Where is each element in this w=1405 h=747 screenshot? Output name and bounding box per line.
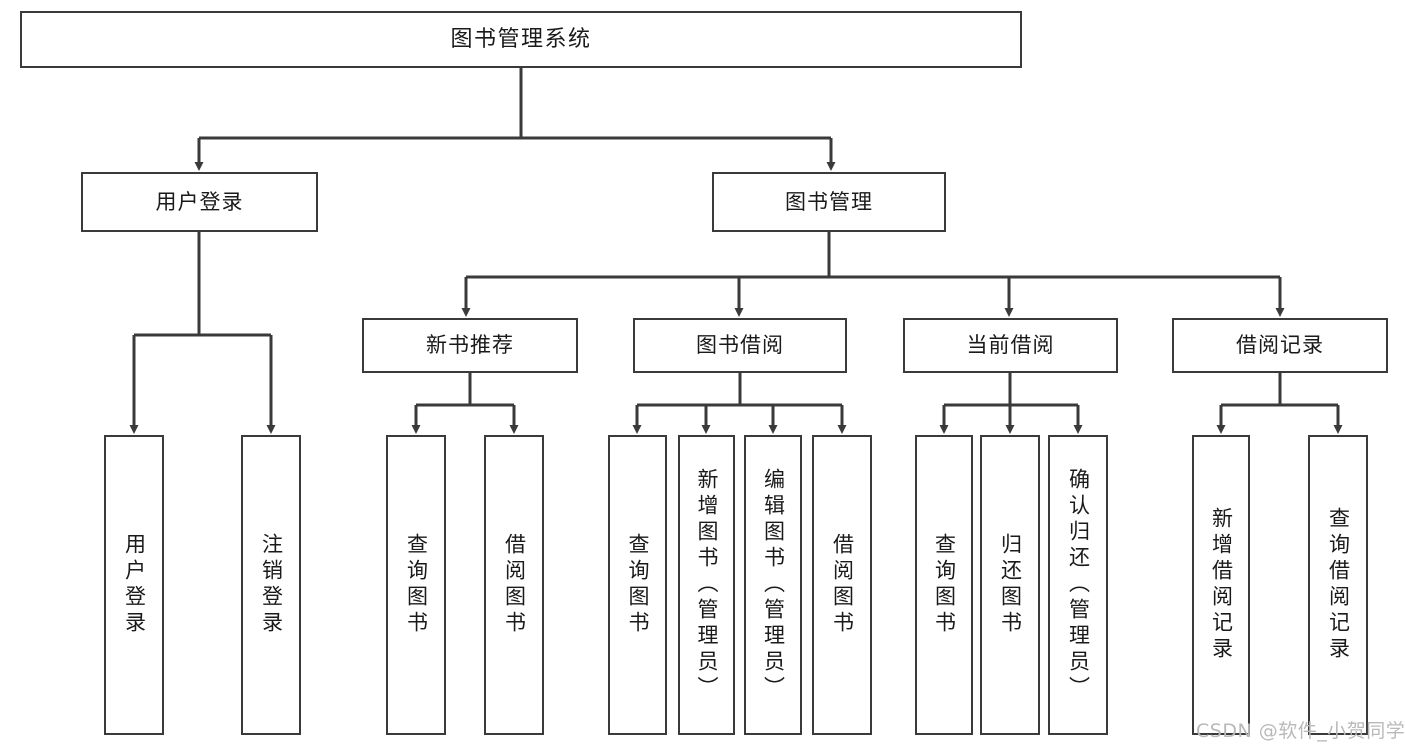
node-leaf-borrow-book-new-label: 借阅图书 [502, 533, 527, 637]
node-leaf-query-book-new-label: 查询图书 [404, 533, 429, 637]
node-leaf-add-borrow-record[interactable]: 新增借阅记录 [1192, 435, 1250, 735]
node-leaf-return-book[interactable]: 归还图书 [980, 435, 1040, 735]
node-leaf-user-login-label: 用户登录 [122, 533, 147, 637]
node-leaf-confirm-return-admin-label: 确认归还（管理员） [1066, 468, 1091, 702]
node-current-borrow-label: 当前借阅 [966, 333, 1055, 358]
node-leaf-edit-book-admin[interactable]: 编辑图书（管理员） [744, 435, 802, 735]
node-leaf-borrow-book[interactable]: 借阅图书 [812, 435, 872, 735]
node-leaf-confirm-return-admin[interactable]: 确认归还（管理员） [1048, 435, 1108, 735]
node-current-borrow[interactable]: 当前借阅 [903, 318, 1118, 373]
node-leaf-logout-login[interactable]: 注销登录 [241, 435, 301, 735]
node-book-manage[interactable]: 图书管理 [712, 172, 946, 232]
node-leaf-query-borrow-record-label: 查询借阅记录 [1326, 507, 1351, 663]
node-root[interactable]: 图书管理系统 [20, 11, 1022, 68]
node-leaf-query-book-new[interactable]: 查询图书 [386, 435, 446, 735]
node-new-book-recommend[interactable]: 新书推荐 [362, 318, 578, 373]
node-leaf-query-book-current-label: 查询图书 [932, 533, 957, 637]
node-leaf-add-borrow-record-label: 新增借阅记录 [1209, 507, 1234, 663]
node-borrow-record[interactable]: 借阅记录 [1172, 318, 1388, 373]
node-leaf-logout-login-label: 注销登录 [259, 533, 284, 637]
node-leaf-query-book-borrow-label: 查询图书 [626, 533, 650, 637]
node-leaf-query-borrow-record[interactable]: 查询借阅记录 [1308, 435, 1368, 735]
node-leaf-add-book-admin-label: 新增图书（管理员） [695, 468, 719, 702]
node-leaf-query-book-current[interactable]: 查询图书 [915, 435, 973, 735]
node-leaf-edit-book-admin-label: 编辑图书（管理员） [761, 468, 786, 702]
node-user-login[interactable]: 用户登录 [81, 172, 318, 232]
node-book-borrow[interactable]: 图书借阅 [633, 318, 847, 373]
node-leaf-user-login[interactable]: 用户登录 [104, 435, 164, 735]
node-leaf-borrow-book-new[interactable]: 借阅图书 [484, 435, 544, 735]
node-leaf-return-book-label: 归还图书 [998, 533, 1023, 637]
csdn-watermark: CSDN @软件_小贺同学 [1196, 720, 1405, 742]
node-new-book-recommend-label: 新书推荐 [426, 333, 514, 358]
node-leaf-add-book-admin[interactable]: 新增图书（管理员） [678, 435, 735, 735]
node-book-manage-label: 图书管理 [785, 189, 873, 214]
node-book-borrow-label: 图书借阅 [696, 333, 784, 358]
node-borrow-record-label: 借阅记录 [1236, 333, 1324, 358]
node-user-login-label: 用户登录 [155, 189, 244, 214]
node-leaf-borrow-book-label: 借阅图书 [830, 533, 855, 637]
node-leaf-query-book-borrow[interactable]: 查询图书 [608, 435, 667, 735]
node-root-label: 图书管理系统 [450, 26, 592, 52]
